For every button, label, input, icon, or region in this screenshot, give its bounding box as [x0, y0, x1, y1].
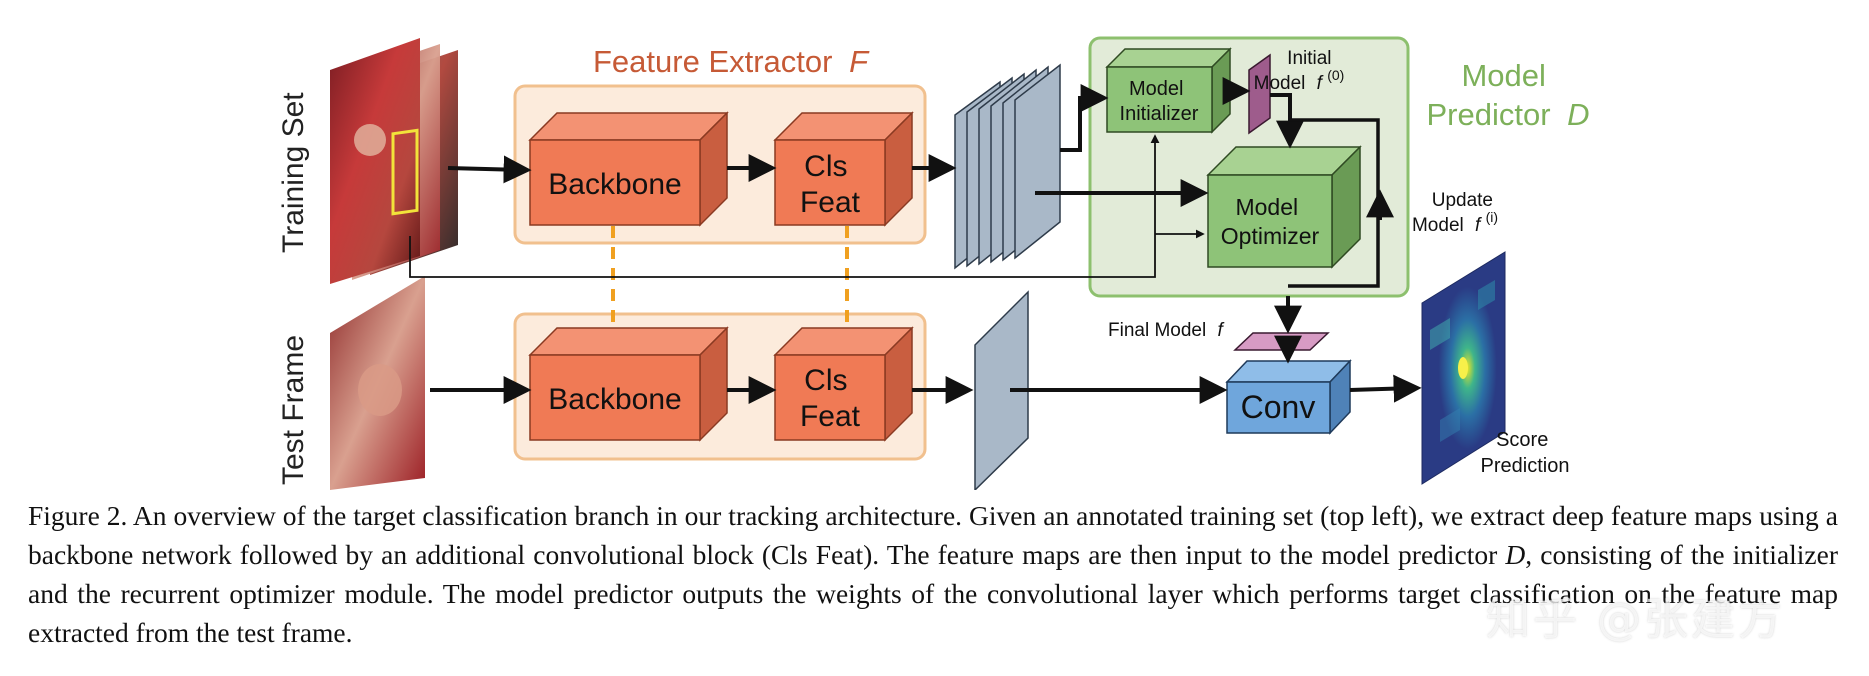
score-prediction-label: Score Prediction	[1481, 429, 1570, 477]
conv-label: Conv	[1241, 389, 1316, 425]
score-prediction-map	[1421, 251, 1506, 485]
model-predictor-title: Model Predictor D	[1426, 58, 1589, 132]
test-feature-map	[974, 290, 1029, 490]
thin-arrows	[409, 134, 1205, 278]
conv-block: Conv	[1225, 359, 1352, 435]
model-initializer-block: Model Initializer	[1105, 47, 1232, 134]
backbone-block-test: Backbone	[528, 326, 729, 442]
cls-feat-label-train: Cls Feat	[800, 150, 861, 219]
architecture-diagram: Training Set Test Frame Feature Extracto…	[277, 36, 1590, 490]
initial-model-label: Initial Model f (0)	[1254, 48, 1345, 94]
backbone-label-train: Backbone	[548, 168, 681, 201]
cls-feat-block-train: Cls Feat	[773, 111, 914, 227]
model-initializer-label: Model Initializer	[1120, 78, 1199, 125]
target-bounding-box	[391, 128, 419, 216]
training-set-images	[330, 38, 458, 284]
figure-caption: Figure 2. An overview of the target clas…	[28, 496, 1838, 652]
training-feature-maps	[954, 63, 1061, 270]
backbone-label-test: Backbone	[548, 383, 681, 416]
update-model-label: Update Model f (i)	[1412, 190, 1498, 236]
watermark: 知乎 @张建方	[1486, 594, 1785, 645]
model-optimizer-block: Model Optimizer	[1206, 145, 1362, 269]
caption-math-symbol: D	[1505, 539, 1526, 570]
test-frame-image	[330, 276, 425, 490]
caption-text-part2: , consisting of the initializer and the …	[28, 539, 1839, 648]
backbone-block-train: Backbone	[528, 111, 729, 227]
initial-model-vector	[1248, 53, 1271, 135]
flow-arrows	[430, 77, 1422, 404]
training-set-label: Training Set	[277, 92, 310, 253]
feature-extractor-title: Feature Extractor F	[593, 44, 870, 79]
caption-text-part1: Figure 2. An overview of the target clas…	[28, 500, 1838, 570]
model-optimizer-label: Model Optimizer	[1221, 194, 1320, 249]
cls-feat-block-test: Cls Feat	[773, 326, 914, 442]
cls-feat-label-test: Cls Feat	[800, 364, 861, 433]
final-model-label: Final Model f	[1108, 320, 1225, 341]
test-frame-label: Test Frame	[277, 335, 310, 485]
final-model-vector	[1233, 332, 1330, 351]
